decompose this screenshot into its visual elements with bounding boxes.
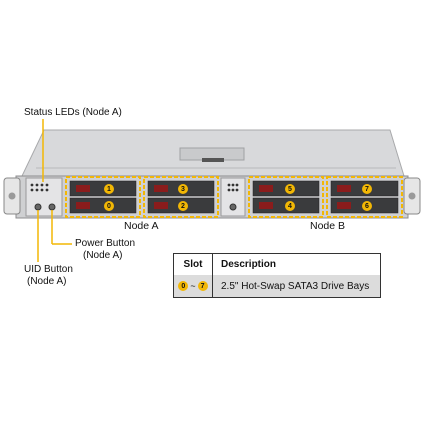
node-b-label: Node B	[310, 220, 346, 232]
control-panel-node-a	[25, 177, 63, 217]
slot-from-badge: 0	[178, 281, 189, 291]
legend-description: 2.5" Hot-Swap SATA3 Drive Bays	[221, 280, 370, 292]
legend-slot-range: 0 ~ 7	[174, 275, 213, 297]
status-leds-label: Status LEDs (Node A)	[24, 107, 122, 118]
bay-number-badge: 7	[362, 184, 372, 194]
legend-header-slot: Slot	[174, 254, 213, 275]
drive-bay-1	[69, 180, 137, 197]
chassis-top-handle	[202, 158, 224, 162]
slot-range-separator: ~	[190, 281, 196, 291]
slot-to-badge: 7	[197, 281, 208, 291]
bay-number-badge: 4	[285, 201, 295, 211]
bay-number-badge: 1	[104, 184, 114, 194]
node-a-label: Node A	[124, 220, 159, 232]
slot-legend-table: Slot Description 0 ~ 7 2.5" Hot-Swap SAT…	[173, 253, 381, 298]
bay-group-outline	[143, 176, 219, 218]
bay-group-outline	[248, 176, 324, 218]
bay-group-outline	[326, 176, 403, 218]
power-button	[48, 203, 56, 211]
power-button-sublabel: (Node A)	[83, 250, 123, 261]
power-button-label: Power Button	[75, 238, 136, 249]
left-rack-screw	[8, 192, 16, 200]
bay-number-badge: 0	[104, 201, 114, 211]
drive-bay-0	[69, 197, 137, 214]
bay-number-badge: 2	[178, 201, 188, 211]
bay-group-outline	[65, 176, 141, 218]
legend-header-row: Slot Description	[174, 254, 380, 276]
right-rack-screw	[408, 192, 416, 200]
uid-button-sublabel: (Node A)	[27, 276, 67, 287]
legend-data-row: 0 ~ 7 2.5" Hot-Swap SATA3 Drive Bays	[174, 275, 380, 297]
uid-button	[34, 203, 42, 211]
uid-button-label: UID Button	[24, 264, 73, 275]
bay-number-badge: 6	[362, 201, 372, 211]
bay-number-badge: 3	[178, 184, 188, 194]
legend-header-description: Description	[221, 259, 277, 270]
bay-number-badge: 5	[285, 184, 295, 194]
